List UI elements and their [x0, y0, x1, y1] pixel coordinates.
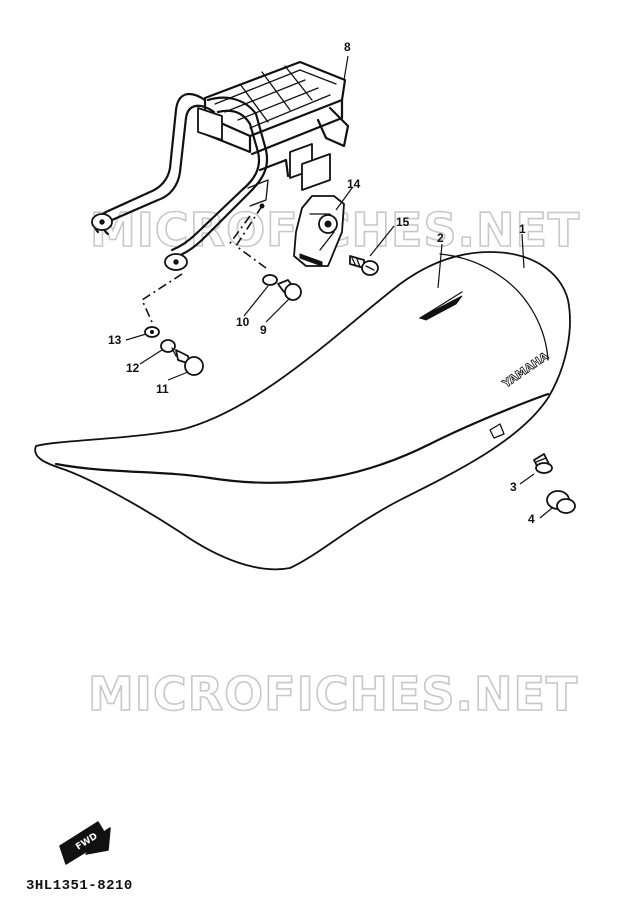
- bolt-9-washer-10: [262, 274, 302, 301]
- callout-14: 14: [347, 177, 361, 191]
- callout-2: 2: [437, 231, 444, 245]
- callout-9: 9: [260, 323, 267, 337]
- callout-12: 12: [126, 361, 140, 375]
- bolt-11-washers-12-13: [144, 326, 204, 376]
- callout-8: 8: [344, 40, 351, 54]
- screw-15: [349, 255, 379, 276]
- screw-3: [533, 453, 553, 474]
- callout-10: 10: [236, 315, 250, 329]
- mounting-line-lower: [140, 273, 183, 323]
- callout-3: 3: [510, 480, 517, 494]
- mounting-line-mid: [227, 215, 251, 247]
- seat-assembly: YAMAHA: [34, 251, 571, 571]
- collar-4: [546, 490, 576, 514]
- seat-lock-bracket: [293, 195, 345, 267]
- forward-arrow-icon: FWD: [59, 821, 111, 865]
- diagram-reference-code: 3HL1351-8210: [26, 878, 133, 894]
- callout-11: 11: [156, 382, 169, 396]
- watermark-middle: MICROFICHES.NET: [88, 667, 578, 721]
- leader-lines: [125, 55, 553, 519]
- callout-13: 13: [108, 333, 122, 347]
- callout-15: 15: [396, 215, 410, 229]
- callout-1: 1: [519, 222, 526, 236]
- carrier-rack: [91, 60, 350, 271]
- callout-4: 4: [528, 512, 535, 526]
